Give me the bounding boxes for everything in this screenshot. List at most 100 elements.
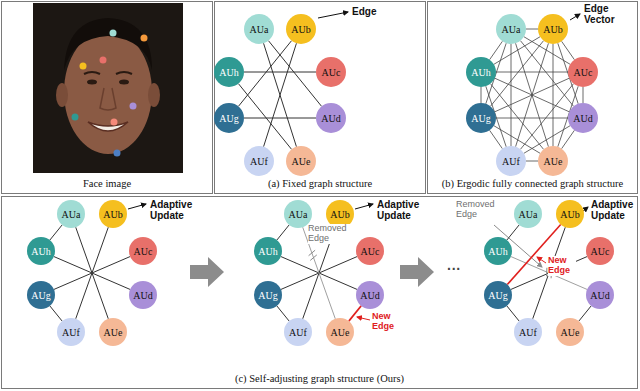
au-label: AUc [361,246,380,257]
au-label: AUb [330,209,349,220]
photo-background [33,3,183,173]
au-label: AUg [219,113,238,124]
label-holder: Edge [352,6,376,17]
au-node: AUh [27,237,55,265]
landmark-dot [111,119,118,126]
au-label: AUg [31,290,50,301]
callout-label: Edge [352,6,376,17]
graph-edge [268,41,321,107]
leader-line [128,204,146,209]
au-node: AUf [244,146,274,176]
au-node: AUh [466,57,496,87]
block-arrow [190,257,224,287]
graph-edge [490,130,503,148]
landmark-dot [130,103,137,110]
graph-edge [526,29,538,30]
au-node: AUh [254,237,282,265]
ear [56,83,68,107]
au-node: AUf [514,318,542,346]
graph-edge [238,41,291,107]
ear [148,83,160,107]
hair [64,18,152,70]
au-label: AUe [561,327,580,338]
leader-line [318,12,348,18]
eye [87,80,97,85]
au-label: AUa [250,24,269,35]
graph-edge [277,306,289,321]
landmark-dot [110,30,117,37]
graph-edge [526,161,538,162]
break-mark [309,250,316,256]
graph-edge [54,257,130,290]
callout-label: Edge Vector [584,3,628,25]
au-node: AUg [214,103,244,133]
graph-edge [490,41,503,59]
graph-edge [490,84,543,150]
graph-edge [562,41,575,59]
label-holder: Removed Edge [456,200,498,220]
au-node: AUg [466,103,496,133]
au-label: AUf [519,327,537,338]
au-node: AUg [254,281,282,309]
callout-label: Adaptive Update [150,199,196,221]
face-skin [64,30,152,154]
au-label: AUe [104,327,123,338]
graph-edge [54,257,130,290]
au-node: AUe [286,146,316,176]
au-node: AUd [129,281,157,309]
label-holder: Adaptive Update [591,199,636,221]
callout-label: Adaptive Update [591,199,636,221]
au-node: AUb [286,14,316,44]
au-node: AUh [484,237,512,265]
callout-label: New Edge [548,256,576,276]
label-holder: Adaptive Update [377,199,423,221]
panel-caption: (a) Fixed graph structure [268,178,372,189]
au-node: AUf [57,318,85,346]
au-label: AUh [258,246,277,257]
au-node: AUa [244,14,274,44]
au-label: AUc [322,67,341,78]
new-edge [349,306,361,321]
au-label: AUh [219,67,238,78]
leader-line [570,14,580,20]
au-node: AUg [484,281,512,309]
au-node: AUd [568,103,598,133]
au-label: AUa [502,24,521,35]
graph-edge [507,306,519,321]
au-node: AUa [57,200,85,228]
landmark-dot [141,35,148,42]
au-node: AUc [129,237,157,265]
au-label: AUh [488,246,507,257]
figure-panel: Face image [1,1,213,194]
au-node: AUg [27,281,55,309]
graph-edge [579,306,591,321]
label-holder: Removed Edge [308,224,350,244]
au-label: AUa [289,209,308,220]
figure-panel: (a) Fixed graph structure AUa AUbAUcAUdAUe… [214,1,426,194]
au-label: AUc [134,246,153,257]
au-label: AUg [258,290,277,301]
au-label: AUe [292,156,311,167]
leader-line [355,204,373,209]
leader-line [357,317,370,320]
au-label: AUg [488,290,507,301]
au-node: AUd [316,103,346,133]
au-label: AUh [31,246,50,257]
callout-label: New Edge [372,312,400,332]
au-node: AUb [556,200,584,228]
graph-edge [244,72,316,73]
au-node: AUb [538,14,568,44]
au-node: AUd [586,281,614,309]
au-label: AUe [331,327,350,338]
graph-edge [495,78,570,112]
au-node: AUc [356,237,384,265]
label-holder: New Edge [548,256,576,276]
figure-panel: (b) Ergodic fully connected graph struct… [427,1,638,194]
label-holder: Edge Vector [584,3,628,25]
callout-label: Removed Edge [308,224,350,244]
au-node: AUd [356,281,384,309]
graph-edge [238,84,291,150]
au-label: AUd [573,113,592,124]
nose [100,88,116,110]
panel-caption: (c) Self-adjusting graph structure (Ours… [235,373,404,384]
